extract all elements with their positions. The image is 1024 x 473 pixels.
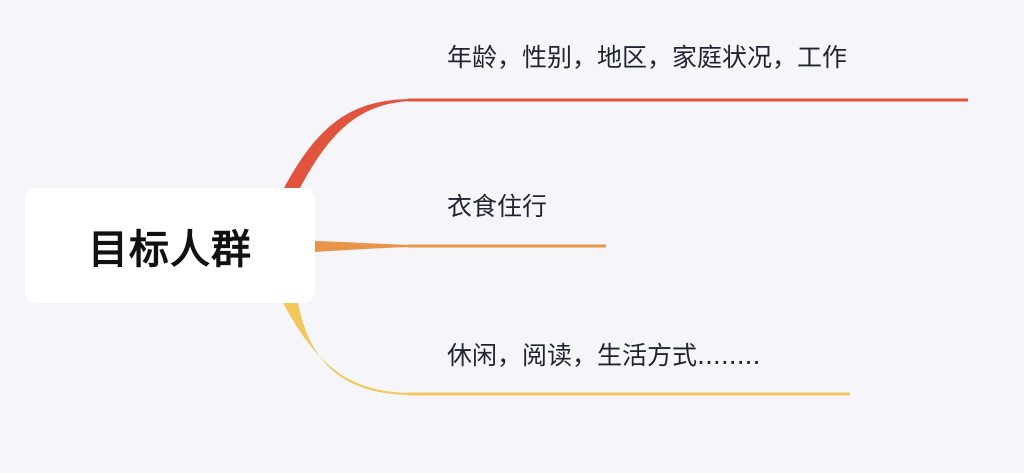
branch-connector-bottom (283, 303, 410, 395)
branch-topic-daily-needs[interactable]: 衣食住行 (447, 192, 548, 221)
branch-topic-demographics[interactable]: 年龄，性别，地区，家庭状况，工作 (447, 43, 848, 72)
central-topic-node[interactable]: 目标人群 (25, 188, 315, 303)
branch-connector-middle (315, 241, 410, 252)
branch-connector-top (283, 99, 410, 192)
central-topic-label: 目标人群 (88, 226, 252, 273)
branch-topic-lifestyle[interactable]: 休闲，阅读，生活方式........ (447, 341, 761, 370)
